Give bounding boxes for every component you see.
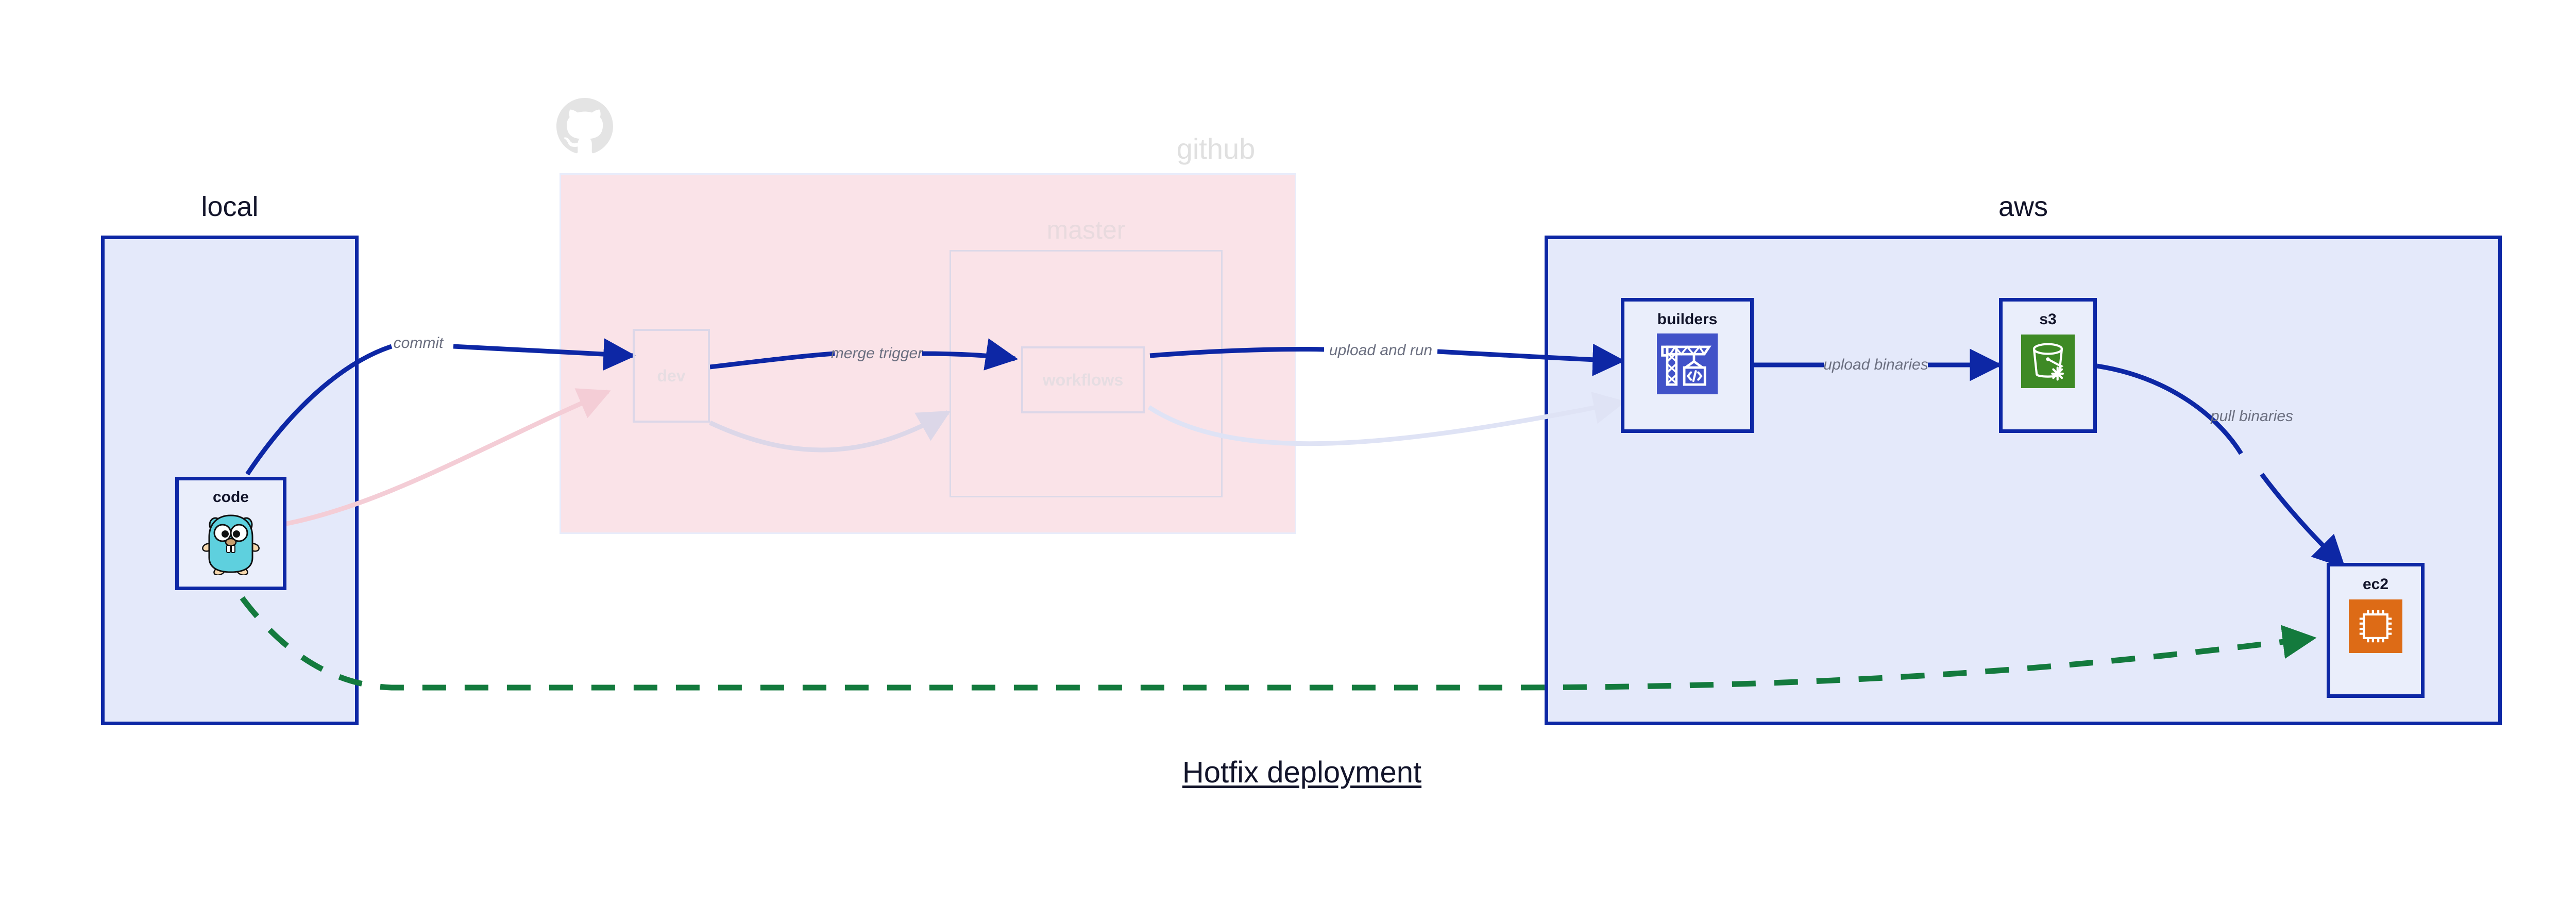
cluster-master: [950, 250, 1223, 497]
edge-merge-trigger: [709, 351, 835, 370]
edge-upload-and-run-tail: [1437, 343, 1625, 376]
node-s3[interactable]: s3: [1999, 298, 2097, 433]
golang-gopher-icon: [202, 514, 260, 575]
github-octocat-icon: [556, 98, 613, 154]
node-ec2[interactable]: ec2: [2327, 563, 2425, 698]
edge-code-github-faded: [236, 388, 611, 533]
edge-hotfix-dashed: [240, 596, 2317, 691]
node-builders-label: builders: [1657, 311, 1718, 328]
edge-label-upload-and-run: upload and run: [1329, 342, 1433, 359]
edge-commit-tail: [453, 338, 636, 371]
edge-commit: [245, 344, 393, 476]
aws-codebuild-icon: [1657, 333, 1718, 394]
node-ec2-label: ec2: [2362, 576, 2389, 593]
diagram-title: Hotfix deployment: [1182, 756, 1422, 789]
edge-label-merge-trigger: merge trigger: [831, 345, 923, 362]
aws-s3-glacier-icon: [2021, 335, 2075, 388]
cluster-aws-label: aws: [1998, 191, 2048, 222]
edge-label-pull-binaries: pull binaries: [2210, 408, 2294, 425]
cluster-github-label: github: [1176, 132, 1256, 165]
edge-label-upload-binaries: upload binaries: [1823, 356, 1928, 373]
cluster-local-label: local: [201, 191, 259, 222]
node-workflows-label: workflows: [1042, 370, 1124, 389]
edge-upload-and-run: [1149, 347, 1325, 358]
edge-pull-binaries-tail: [2260, 473, 2346, 569]
edge-label-commit: commit: [393, 335, 444, 352]
node-builders[interactable]: builders: [1621, 298, 1754, 433]
node-code[interactable]: code: [175, 477, 286, 590]
node-s3-label: s3: [2039, 311, 2057, 328]
cluster-master-label: master: [1046, 215, 1126, 244]
edge-workflows-builders-faded: [1147, 392, 1626, 446]
node-code-label: code: [212, 489, 249, 506]
aws-ec2-icon: [2349, 599, 2402, 653]
edge-pull-binaries: [2096, 363, 2243, 455]
node-dev[interactable]: dev: [633, 329, 710, 423]
edge-merge-trigger-tail: [922, 338, 1019, 371]
edge-dev-workflows-faded: [709, 410, 951, 453]
node-workflows[interactable]: workflows: [1021, 346, 1145, 413]
node-dev-label: dev: [657, 366, 686, 385]
